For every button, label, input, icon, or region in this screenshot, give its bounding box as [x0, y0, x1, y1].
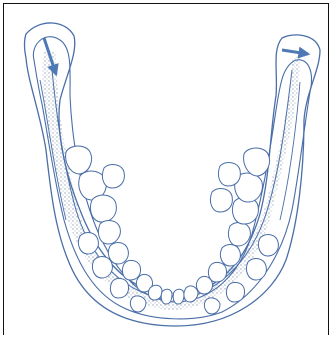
right-condyle-arrow-icon	[282, 50, 308, 54]
